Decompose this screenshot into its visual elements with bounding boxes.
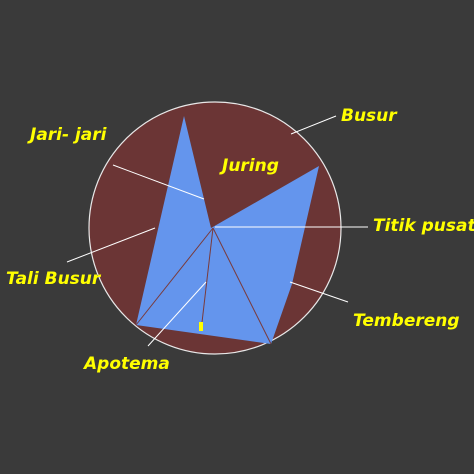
label-tali-busur: Tali Busur	[6, 269, 102, 289]
apothem-line	[200, 227, 214, 332]
right-angle-marker	[199, 322, 203, 331]
label-busur: Busur	[341, 106, 398, 126]
pointer-apotema	[147, 281, 207, 347]
label-tembereng: Tembereng	[353, 311, 460, 331]
pointer-tembereng	[289, 281, 349, 303]
label-apotema: Apotema	[82, 354, 170, 374]
label-juring: Juring	[219, 156, 279, 176]
blue-polygon	[136, 116, 319, 344]
radius-line-right	[212, 227, 272, 345]
pointer-busur	[290, 115, 337, 135]
label-jari-jari: Jari- jari	[27, 125, 108, 145]
radius-line-left	[135, 227, 214, 326]
pointer-tali-busur	[66, 227, 156, 263]
pointer-jari-jari	[112, 164, 205, 200]
label-titik-pusat: Titik pusat	[373, 216, 474, 236]
